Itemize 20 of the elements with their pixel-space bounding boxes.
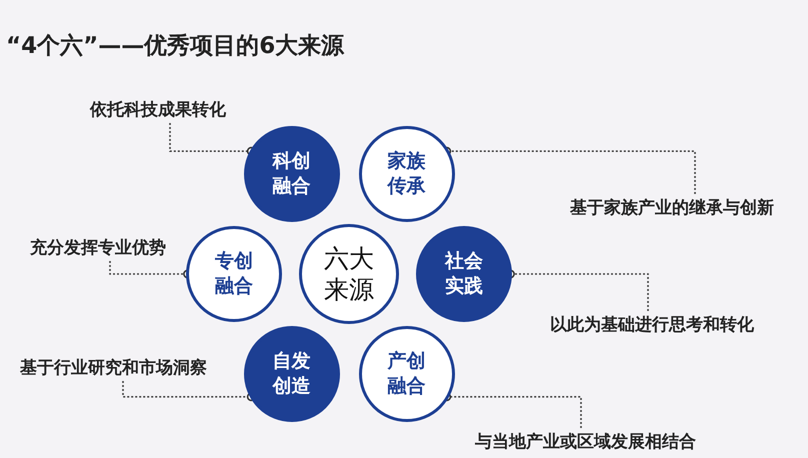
petal-label: 社会实践: [444, 249, 484, 299]
petal-shape: [244, 126, 340, 222]
callout-text: 与当地产业或区域发展相结合: [475, 430, 696, 453]
petal-shape: [186, 226, 282, 322]
center-label: 六大来源: [323, 243, 375, 305]
title: “4个六”——优秀项目的6大来源: [6, 32, 344, 61]
petal-shape: [358, 126, 454, 222]
petal-label: 自发创造: [271, 348, 312, 399]
callout-text: 充分发挥专业优势: [30, 236, 166, 259]
petal-shape: [244, 326, 340, 422]
petal-shape: [358, 326, 454, 422]
callout-text: 基于行业研究和市场洞察: [20, 356, 207, 379]
callout-text: 依托科技成果转化: [90, 98, 226, 121]
petal-label: 科创融合: [271, 149, 312, 200]
petal-label: 产创融合: [386, 348, 426, 399]
petal-shape: [416, 226, 512, 322]
petal-label: 专创融合: [214, 249, 254, 299]
petal-label: 家族传承: [386, 149, 426, 200]
callout-text: 以此为基础进行思考和转化: [550, 313, 754, 336]
callout-text: 基于家族产业的继承与创新: [570, 196, 774, 219]
